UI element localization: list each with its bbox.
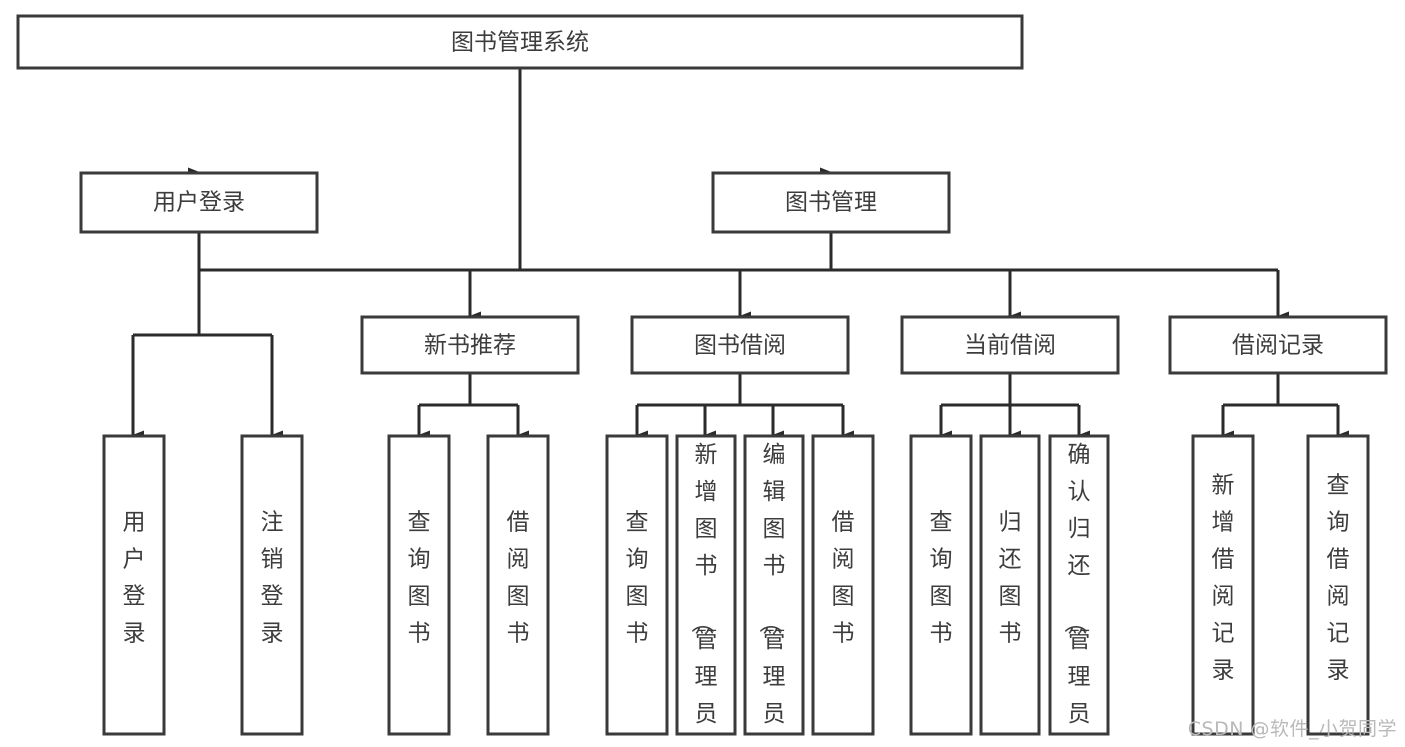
node-new-book-recommend[interactable]: 新书推荐 xyxy=(360,315,580,375)
node-user-login-box[interactable] xyxy=(79,171,319,234)
csdn-watermark: CSDN @软件_小贺同学 xyxy=(1187,718,1397,740)
node-leaf-borrow-book-1[interactable]: 借阅图书 xyxy=(486,434,550,736)
node-new-book-recommend-label: 新书推荐 xyxy=(424,333,516,359)
node-leaf-add-record[interactable]: 新增借阅记录 xyxy=(1191,434,1255,736)
node-user-login-label: 用户登录 xyxy=(153,190,245,216)
node-leaf-query-book-3-box[interactable] xyxy=(909,434,973,736)
node-leaf-add-book[interactable]: 新增图书（管理员） xyxy=(675,434,737,747)
node-borrow-record[interactable]: 借阅记录 xyxy=(1168,315,1388,375)
node-leaf-query-book-2-label: 查询图书 xyxy=(626,510,649,647)
node-leaf-query-book-1-label: 查询图书 xyxy=(408,510,431,647)
node-leaf-query-record-box[interactable] xyxy=(1306,434,1370,736)
node-leaf-borrow-book-2-label: 借阅图书 xyxy=(832,510,855,647)
node-leaf-return-book-box[interactable] xyxy=(979,434,1041,736)
node-leaf-borrow-book-1-box[interactable] xyxy=(486,434,550,736)
edge-group-book-manage xyxy=(468,232,1289,321)
node-leaf-return-book[interactable]: 归还图书 xyxy=(979,434,1041,736)
node-leaf-add-book-label: 新增图书（管理员） xyxy=(689,442,718,747)
node-book-borrow[interactable]: 图书借阅 xyxy=(630,315,850,375)
node-root-box[interactable] xyxy=(16,14,1024,70)
node-leaf-borrow-book-1-label: 借阅图书 xyxy=(507,510,530,647)
node-leaf-edit-book-box[interactable] xyxy=(743,434,805,736)
node-leaf-query-book-2-box[interactable] xyxy=(605,434,669,736)
node-leaf-query-record[interactable]: 查询借阅记录 xyxy=(1306,434,1370,736)
node-current-borrow-label: 当前借阅 xyxy=(964,333,1056,359)
node-leaf-query-book-2[interactable]: 查询图书 xyxy=(605,434,669,736)
node-new-book-recommend-box[interactable] xyxy=(360,315,580,375)
edge-group-book-borrow xyxy=(635,374,854,440)
node-borrow-record-box[interactable] xyxy=(1168,315,1388,375)
node-leaf-edit-book-label: 编辑图书（管理员） xyxy=(757,442,786,747)
node-leaf-logout-login[interactable]: 注销登录 xyxy=(240,434,304,736)
edge-group-user-login xyxy=(131,232,283,440)
node-leaf-borrow-book-2-box[interactable] xyxy=(811,434,875,736)
node-leaf-confirm-return-label: 确认归还（管理员） xyxy=(1062,442,1091,747)
node-leaf-add-book-box[interactable] xyxy=(675,434,737,736)
node-root-label: 图书管理系统 xyxy=(451,30,589,56)
node-leaf-confirm-return[interactable]: 确认归还（管理员） xyxy=(1048,434,1110,747)
node-leaf-user-login[interactable]: 用户登录 xyxy=(102,434,166,736)
node-leaf-query-record-label: 查询借阅记录 xyxy=(1327,473,1350,684)
node-leaf-edit-book[interactable]: 编辑图书（管理员） xyxy=(743,434,805,747)
node-root[interactable]: 图书管理系统 xyxy=(16,14,1024,70)
node-leaf-add-record-label: 新增借阅记录 xyxy=(1212,473,1235,684)
edge-group-current-borrow xyxy=(939,374,1090,440)
node-leaf-query-book-1-box[interactable] xyxy=(387,434,451,736)
edge-group-root xyxy=(188,69,833,272)
node-leaf-add-record-box[interactable] xyxy=(1191,434,1255,736)
node-book-manage-label: 图书管理 xyxy=(785,190,877,216)
node-current-borrow-box[interactable] xyxy=(900,315,1120,375)
node-book-borrow-box[interactable] xyxy=(630,315,850,375)
node-book-manage-box[interactable] xyxy=(711,171,951,234)
node-leaf-user-login-label: 用户登录 xyxy=(123,510,146,647)
node-leaf-logout-login-label: 注销登录 xyxy=(261,510,284,647)
node-user-login[interactable]: 用户登录 xyxy=(79,171,319,234)
node-leaf-query-book-3[interactable]: 查询图书 xyxy=(909,434,973,736)
edge-group-new-book-recommend xyxy=(417,374,529,440)
node-leaf-user-login-box[interactable] xyxy=(102,434,166,736)
node-leaf-query-book-3-label: 查询图书 xyxy=(930,510,953,647)
edge-group-borrow-record xyxy=(1221,374,1349,440)
node-borrow-record-label: 借阅记录 xyxy=(1232,333,1324,359)
node-leaf-return-book-label: 归还图书 xyxy=(999,510,1022,647)
node-leaf-query-book-1[interactable]: 查询图书 xyxy=(387,434,451,736)
node-leaf-logout-login-box[interactable] xyxy=(240,434,304,736)
node-current-borrow[interactable]: 当前借阅 xyxy=(900,315,1120,375)
node-book-manage[interactable]: 图书管理 xyxy=(711,171,951,234)
node-book-borrow-label: 图书借阅 xyxy=(694,333,786,359)
node-leaf-confirm-return-box[interactable] xyxy=(1048,434,1110,736)
node-leaf-borrow-book-2[interactable]: 借阅图书 xyxy=(811,434,875,736)
